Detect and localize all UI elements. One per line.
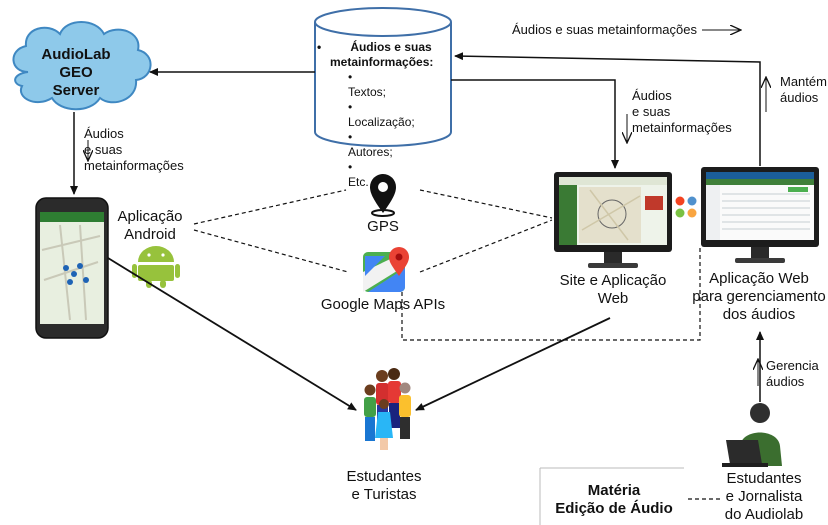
edge-db-to-site [451, 79, 619, 169]
gps-pin-icon [370, 174, 396, 217]
edge-label-db-to-site: Áudios e suas metainformações [632, 88, 732, 135]
joomla-icon [675, 196, 697, 218]
database-heading: • Áudios e suas [317, 40, 432, 54]
staff-person-icon [722, 403, 782, 467]
legend-label: Matéria Edição de Áudio [555, 482, 673, 517]
edge-android-to-users [107, 257, 357, 411]
admin-app-label: Aplicação Web para gerenciamento dos áud… [692, 270, 826, 323]
users-label: Estudantes e Turistas [346, 468, 422, 503]
android-app-label: Aplicação Android [117, 208, 183, 243]
students-group-icon [364, 368, 411, 450]
google-maps-label: Google Maps APIs [320, 296, 446, 313]
website-monitor [554, 172, 672, 268]
server-label: AudioLab GEO Server [41, 46, 111, 99]
database-item: • Autores; [348, 130, 393, 159]
edge-label-staff-to-admin: Gerencia áudios [766, 358, 819, 389]
edge-admin-to-db [454, 52, 761, 166]
database-contents: • Áudios e suas metainformações: • Texto… [317, 40, 452, 190]
legend-box [539, 467, 684, 525]
database-item: • Etc. [348, 160, 369, 189]
server-cloud [12, 21, 152, 111]
edge-label-server-to-android: Áudios e suas metainformações [84, 126, 184, 173]
admin-monitor [701, 167, 819, 263]
google-maps-icon [363, 247, 409, 292]
android-robot-icon [132, 246, 180, 288]
database-cylinder [314, 7, 452, 147]
database-item: • Localização; [348, 100, 415, 129]
android-phone [35, 197, 109, 339]
edge-site-to-users [415, 317, 611, 411]
edge-label-admin-to-db: Mantém áudios [780, 74, 827, 105]
dashed-connections [193, 189, 720, 500]
staff-label: Estudantes e Jornalista do Audiolab [724, 470, 804, 523]
edge-label-top-flow: Áudios e suas metainformações [512, 22, 697, 37]
website-label: Site e Aplicação Web [559, 272, 667, 307]
gps-label: GPS [367, 218, 399, 235]
database-item: • Textos; [348, 70, 387, 99]
